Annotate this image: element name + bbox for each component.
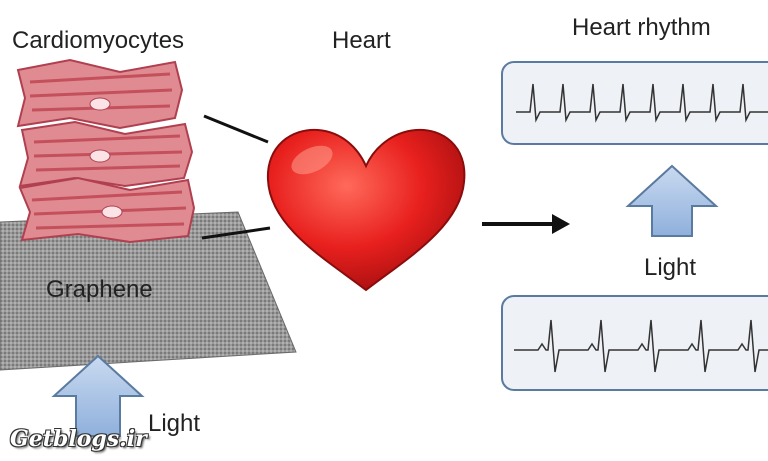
right-arrow-icon xyxy=(482,214,570,234)
watermark: Getblogs.ir xyxy=(10,426,147,452)
connector-line-top xyxy=(203,114,269,144)
cardiomyocyte-cell xyxy=(16,58,184,130)
cardiomyocyte-cell xyxy=(18,120,194,188)
cardiomyocyte-cell xyxy=(18,176,196,244)
heart-icon xyxy=(266,128,466,292)
light-arrow-icon xyxy=(625,164,719,237)
label-graphene: Graphene xyxy=(46,276,153,303)
label-heart-rhythm: Heart rhythm xyxy=(572,14,711,41)
ecg-trace-slow xyxy=(514,319,768,373)
connector-line-bottom xyxy=(201,226,271,240)
label-light-right: Light xyxy=(644,254,697,281)
label-light-bottom: Light xyxy=(148,410,201,437)
label-cardiomyocytes: Cardiomyocytes xyxy=(12,27,185,54)
label-heart: Heart xyxy=(332,27,391,54)
cardiomyocyte-stack xyxy=(16,58,196,244)
light-arrow-icon xyxy=(51,354,145,437)
rhythm-panel-top xyxy=(501,61,768,145)
heart-highlight xyxy=(291,145,333,175)
rhythm-panel-bottom xyxy=(501,295,768,391)
ecg-trace-fast xyxy=(516,83,768,123)
